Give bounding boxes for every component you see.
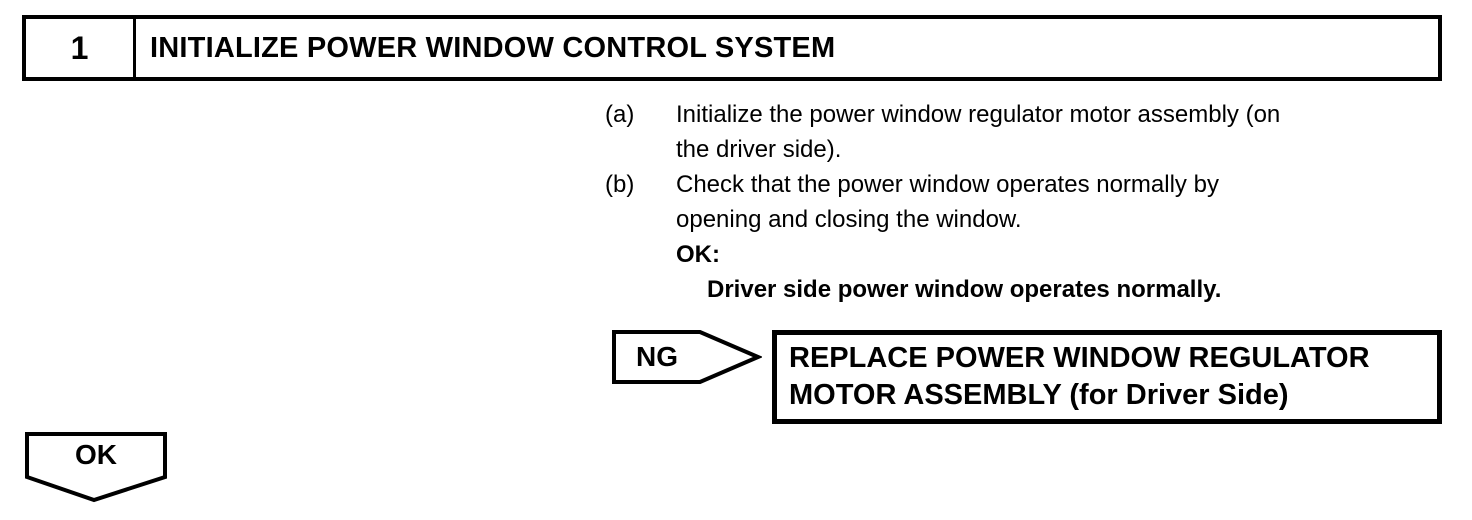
step-title: INITIALIZE POWER WINDOW CONTROL SYSTEM <box>150 31 836 64</box>
ng-action-line-2: MOTOR ASSEMBLY (for Driver Side) <box>789 379 1289 411</box>
step-b-text: Check that the power window operates nor… <box>676 167 1455 237</box>
ok-spec-heading: OK: <box>676 241 720 268</box>
procedure-step-a: (a) Initialize the power window regulato… <box>605 97 1455 167</box>
step-header: 1 INITIALIZE POWER WINDOW CONTROL SYSTEM <box>22 15 1442 81</box>
ok-spec-criteria: Driver side power window operates normal… <box>707 276 1222 303</box>
step-b-line-1: Check that the power window operates nor… <box>676 171 1219 198</box>
step-a-text: Initialize the power window regulator mo… <box>676 97 1455 167</box>
ok-connector: OK <box>25 432 167 503</box>
ng-label: NG <box>636 341 678 372</box>
ok-label: OK <box>75 439 117 470</box>
ng-action-line-1: REPLACE POWER WINDOW REGULATOR <box>789 342 1370 374</box>
procedure-step-b: (b) Check that the power window operates… <box>605 167 1455 237</box>
step-b-label: (b) <box>605 171 635 198</box>
step-b-line-2: opening and closing the window. <box>676 206 1022 233</box>
ng-arrow-shape <box>612 330 762 384</box>
ng-connector: NG <box>612 330 762 384</box>
ng-action-box: REPLACE POWER WINDOW REGULATOR MOTOR ASS… <box>772 330 1442 424</box>
procedure-text: (a) Initialize the power window regulato… <box>605 97 1455 307</box>
step-number: 1 <box>26 19 136 77</box>
step-a-label: (a) <box>605 101 635 128</box>
step-a-line-2: the driver side). <box>676 136 842 163</box>
ok-arrow-shape <box>25 432 167 503</box>
step-a-line-1: Initialize the power window regulator mo… <box>676 101 1281 128</box>
